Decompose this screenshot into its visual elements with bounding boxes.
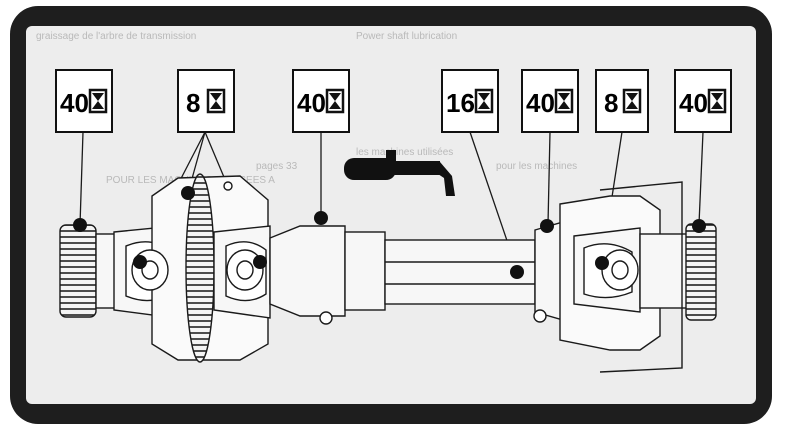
interval-label-text: 40 bbox=[679, 88, 708, 118]
bg-text-line: les machines utilisées bbox=[356, 147, 454, 158]
hourglass-icon bbox=[474, 88, 494, 114]
interval-label-box: 8 bbox=[595, 69, 649, 133]
grease-point-dot bbox=[692, 219, 706, 233]
left-tube-flare bbox=[269, 225, 346, 317]
lubrication-interval-labels: 40 8 40 16 bbox=[55, 69, 732, 133]
interval-label-box: 40 bbox=[55, 69, 113, 133]
interval-label-box: 40 bbox=[521, 69, 579, 133]
grease-point-dot bbox=[73, 218, 87, 232]
outer-tube bbox=[344, 231, 386, 311]
right-cross-bearing-center bbox=[611, 260, 629, 280]
hourglass-icon bbox=[707, 88, 727, 114]
left-splined-hub bbox=[59, 224, 97, 318]
guard-chain-lug bbox=[319, 311, 333, 325]
grease-point-dot bbox=[133, 255, 147, 269]
bg-text-line: pour les machines bbox=[496, 161, 578, 172]
grease-point-dot bbox=[253, 255, 267, 269]
left-hub-collar bbox=[95, 233, 117, 309]
interval-label-text: 40 bbox=[526, 88, 555, 118]
double-joint-disc bbox=[185, 173, 215, 363]
drive-shaft bbox=[59, 173, 717, 373]
bg-text-line: pages 33 bbox=[256, 161, 298, 172]
interval-label-text: 40 bbox=[297, 88, 326, 118]
interval-label-text: 8 bbox=[604, 88, 618, 118]
grease-nipple bbox=[223, 181, 233, 191]
grease-point-dot bbox=[540, 219, 554, 233]
grease-points bbox=[73, 186, 706, 279]
interval-label-box: 16 bbox=[441, 69, 499, 133]
center-cross-bearing-center bbox=[236, 260, 254, 280]
grease-point-dot bbox=[595, 256, 609, 270]
bg-text-line: Power shaft lubrication bbox=[356, 31, 458, 42]
interval-label-text: 8 bbox=[186, 88, 200, 118]
interval-label-box: 40 bbox=[674, 69, 732, 133]
right-hub-collar bbox=[639, 233, 689, 309]
right-splined-hub bbox=[685, 223, 717, 321]
interval-label-box: 40 bbox=[292, 69, 350, 133]
grease-gun-icon bbox=[344, 150, 455, 196]
guard-chain-lug bbox=[533, 309, 547, 323]
hourglass-icon bbox=[325, 88, 345, 114]
hourglass-icon bbox=[554, 88, 574, 114]
hourglass-icon bbox=[206, 88, 226, 114]
hourglass-icon bbox=[88, 88, 108, 114]
hourglass-icon bbox=[622, 88, 642, 114]
interval-label-box: 8 bbox=[177, 69, 235, 133]
grease-point-dot bbox=[510, 265, 524, 279]
grease-point-dot bbox=[314, 211, 328, 225]
interval-label-text: 16 bbox=[446, 88, 475, 118]
interval-label-text: 40 bbox=[60, 88, 89, 118]
bg-text-line: graissage de l'arbre de transmission bbox=[36, 31, 197, 42]
grease-point-dot bbox=[181, 186, 195, 200]
